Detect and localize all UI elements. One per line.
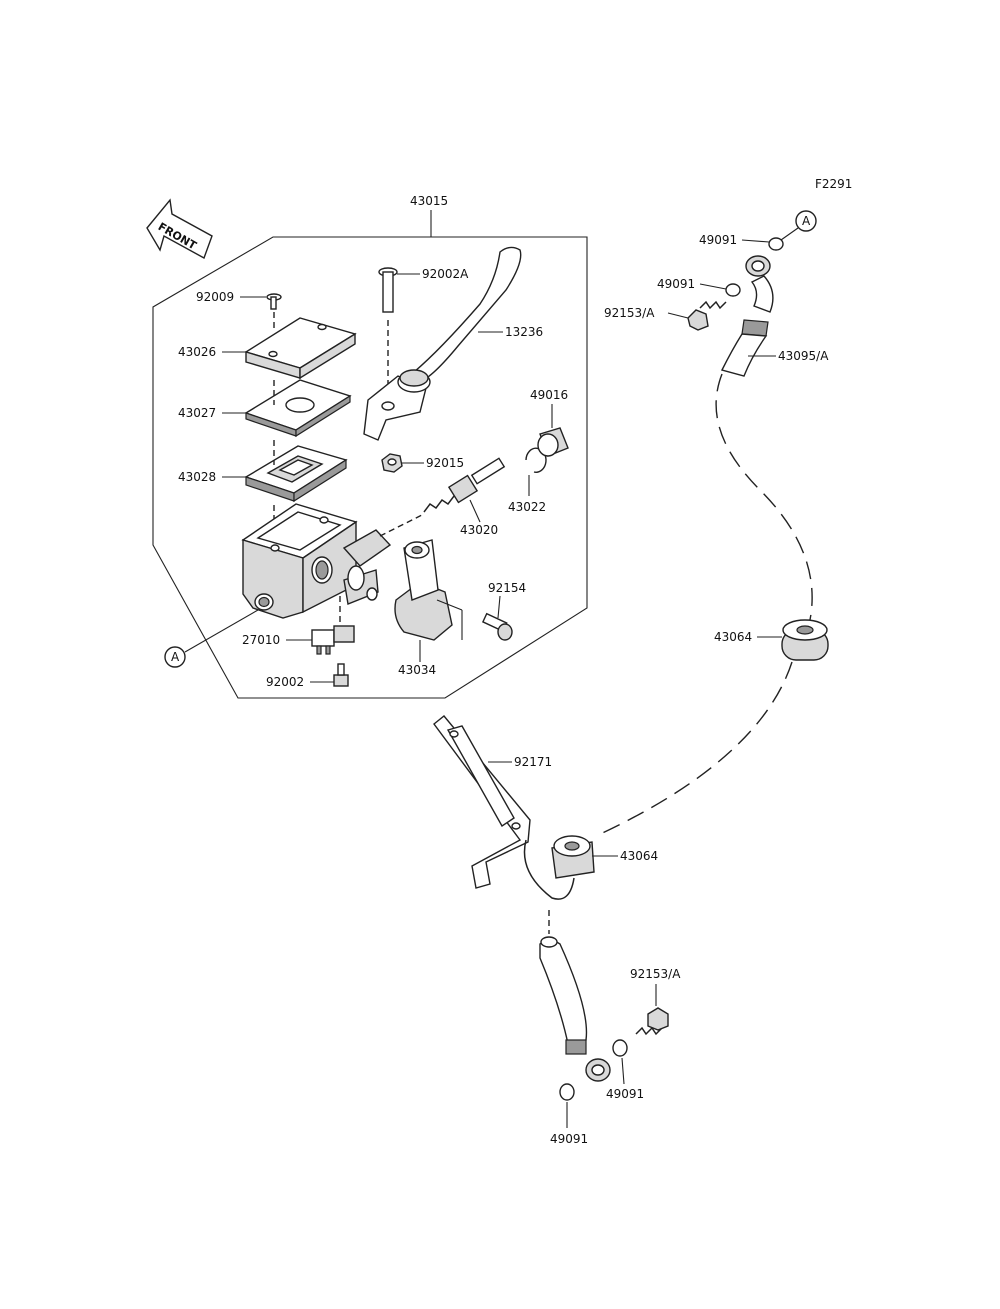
grommet-43064-top <box>781 619 829 661</box>
washer-49091-d <box>559 1083 575 1101</box>
banjo-bolt-92153A-bottom <box>635 1007 669 1036</box>
banjo-bolt-92153A-top <box>687 300 727 331</box>
label-13236: 13236 <box>505 325 543 339</box>
label-43022: 43022 <box>508 500 546 514</box>
label-43015: 43015 <box>410 194 448 208</box>
bracket-92171 <box>433 715 575 900</box>
label-49091-c: 49091 <box>606 1087 644 1101</box>
callout-a-left-label: A <box>171 650 180 664</box>
banjo-fitting-top <box>745 255 774 313</box>
washer-49091-a <box>768 237 784 251</box>
label-49091-a: 49091 <box>699 233 737 247</box>
label-92009: 92009 <box>196 290 234 304</box>
label-49091-d: 49091 <box>550 1132 588 1146</box>
label-43026: 43026 <box>178 345 216 359</box>
nut-92015 <box>381 453 403 473</box>
reservoir-cap-43026 <box>244 317 357 380</box>
screw-92002 <box>333 663 349 687</box>
label-92002: 92002 <box>266 675 304 689</box>
front-arrow-icon: FRONT <box>146 198 213 260</box>
label-92153A-bottom: 92153/A <box>630 967 681 981</box>
label-43028: 43028 <box>178 470 216 484</box>
hose-route-upper <box>715 373 813 637</box>
hose-route-lower <box>595 661 793 837</box>
label-43034: 43034 <box>398 663 436 677</box>
grommet-43064-bottom <box>551 835 595 879</box>
diaphragm-plate-43027 <box>244 379 352 438</box>
banjo-fitting-bottom <box>585 1058 611 1082</box>
label-49091-b: 49091 <box>657 277 695 291</box>
label-92153A-top: 92153/A <box>604 306 655 320</box>
label-92015: 92015 <box>426 456 464 470</box>
brake-switch-27010 <box>311 625 355 655</box>
callout-a-left <box>164 646 186 668</box>
callout-a-right <box>795 210 817 232</box>
label-43027: 43027 <box>178 406 216 420</box>
piston-43020 <box>423 457 506 513</box>
assembly-boundary <box>152 236 588 699</box>
callout-a-right-label: A <box>802 214 811 228</box>
label-92171: 92171 <box>514 755 552 769</box>
pivot-bolt-92002A <box>378 267 398 313</box>
label-43064-bottom: 43064 <box>620 849 658 863</box>
label-49016: 49016 <box>530 388 568 402</box>
clamp-43034 <box>394 539 463 641</box>
boot-49016 <box>537 427 569 457</box>
diaphragm-43028 <box>244 445 348 503</box>
screw-92009 <box>266 293 282 310</box>
label-27010: 27010 <box>242 633 280 647</box>
washer-49091-b <box>725 283 741 297</box>
label-92002A: 92002A <box>422 267 469 281</box>
washer-49091-c <box>612 1039 628 1057</box>
brake-lever-13236 <box>363 246 522 441</box>
label-92154: 92154 <box>488 581 526 595</box>
label-43095A: 43095/A <box>778 349 829 363</box>
brake-hose-43095A <box>720 319 769 377</box>
bolt-92154 <box>481 612 513 641</box>
brake-hose-lower <box>539 936 588 1055</box>
figure-code: F2291 <box>815 177 852 191</box>
label-43064-top: 43064 <box>714 630 752 644</box>
master-cylinder-body <box>241 503 392 619</box>
label-43020: 43020 <box>460 523 498 537</box>
